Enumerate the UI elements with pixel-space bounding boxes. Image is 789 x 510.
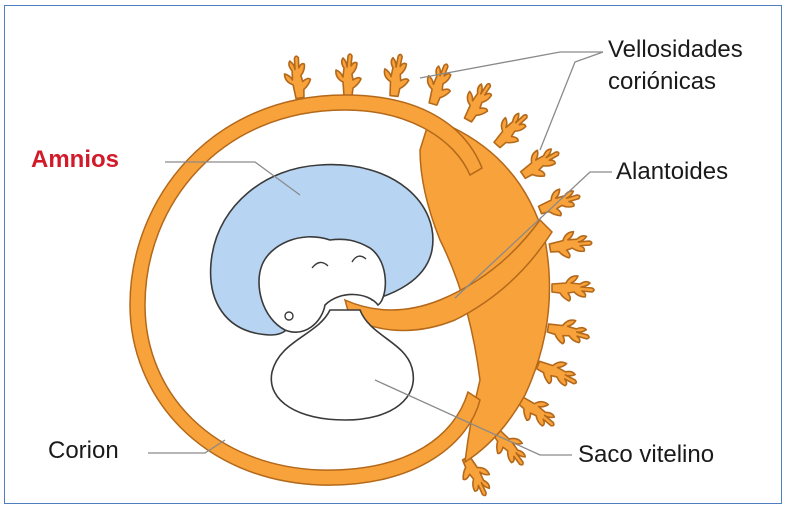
label-vellosidades-line1: Vellosidades <box>608 36 743 63</box>
label-corion: Corion <box>48 437 119 464</box>
label-vellosidades-line2: coriónicas <box>608 68 716 95</box>
label-amnios: Amnios <box>31 146 119 173</box>
label-alantoides: Alantoides <box>616 158 728 185</box>
label-saco-vitelino: Saco vitelino <box>578 441 714 468</box>
